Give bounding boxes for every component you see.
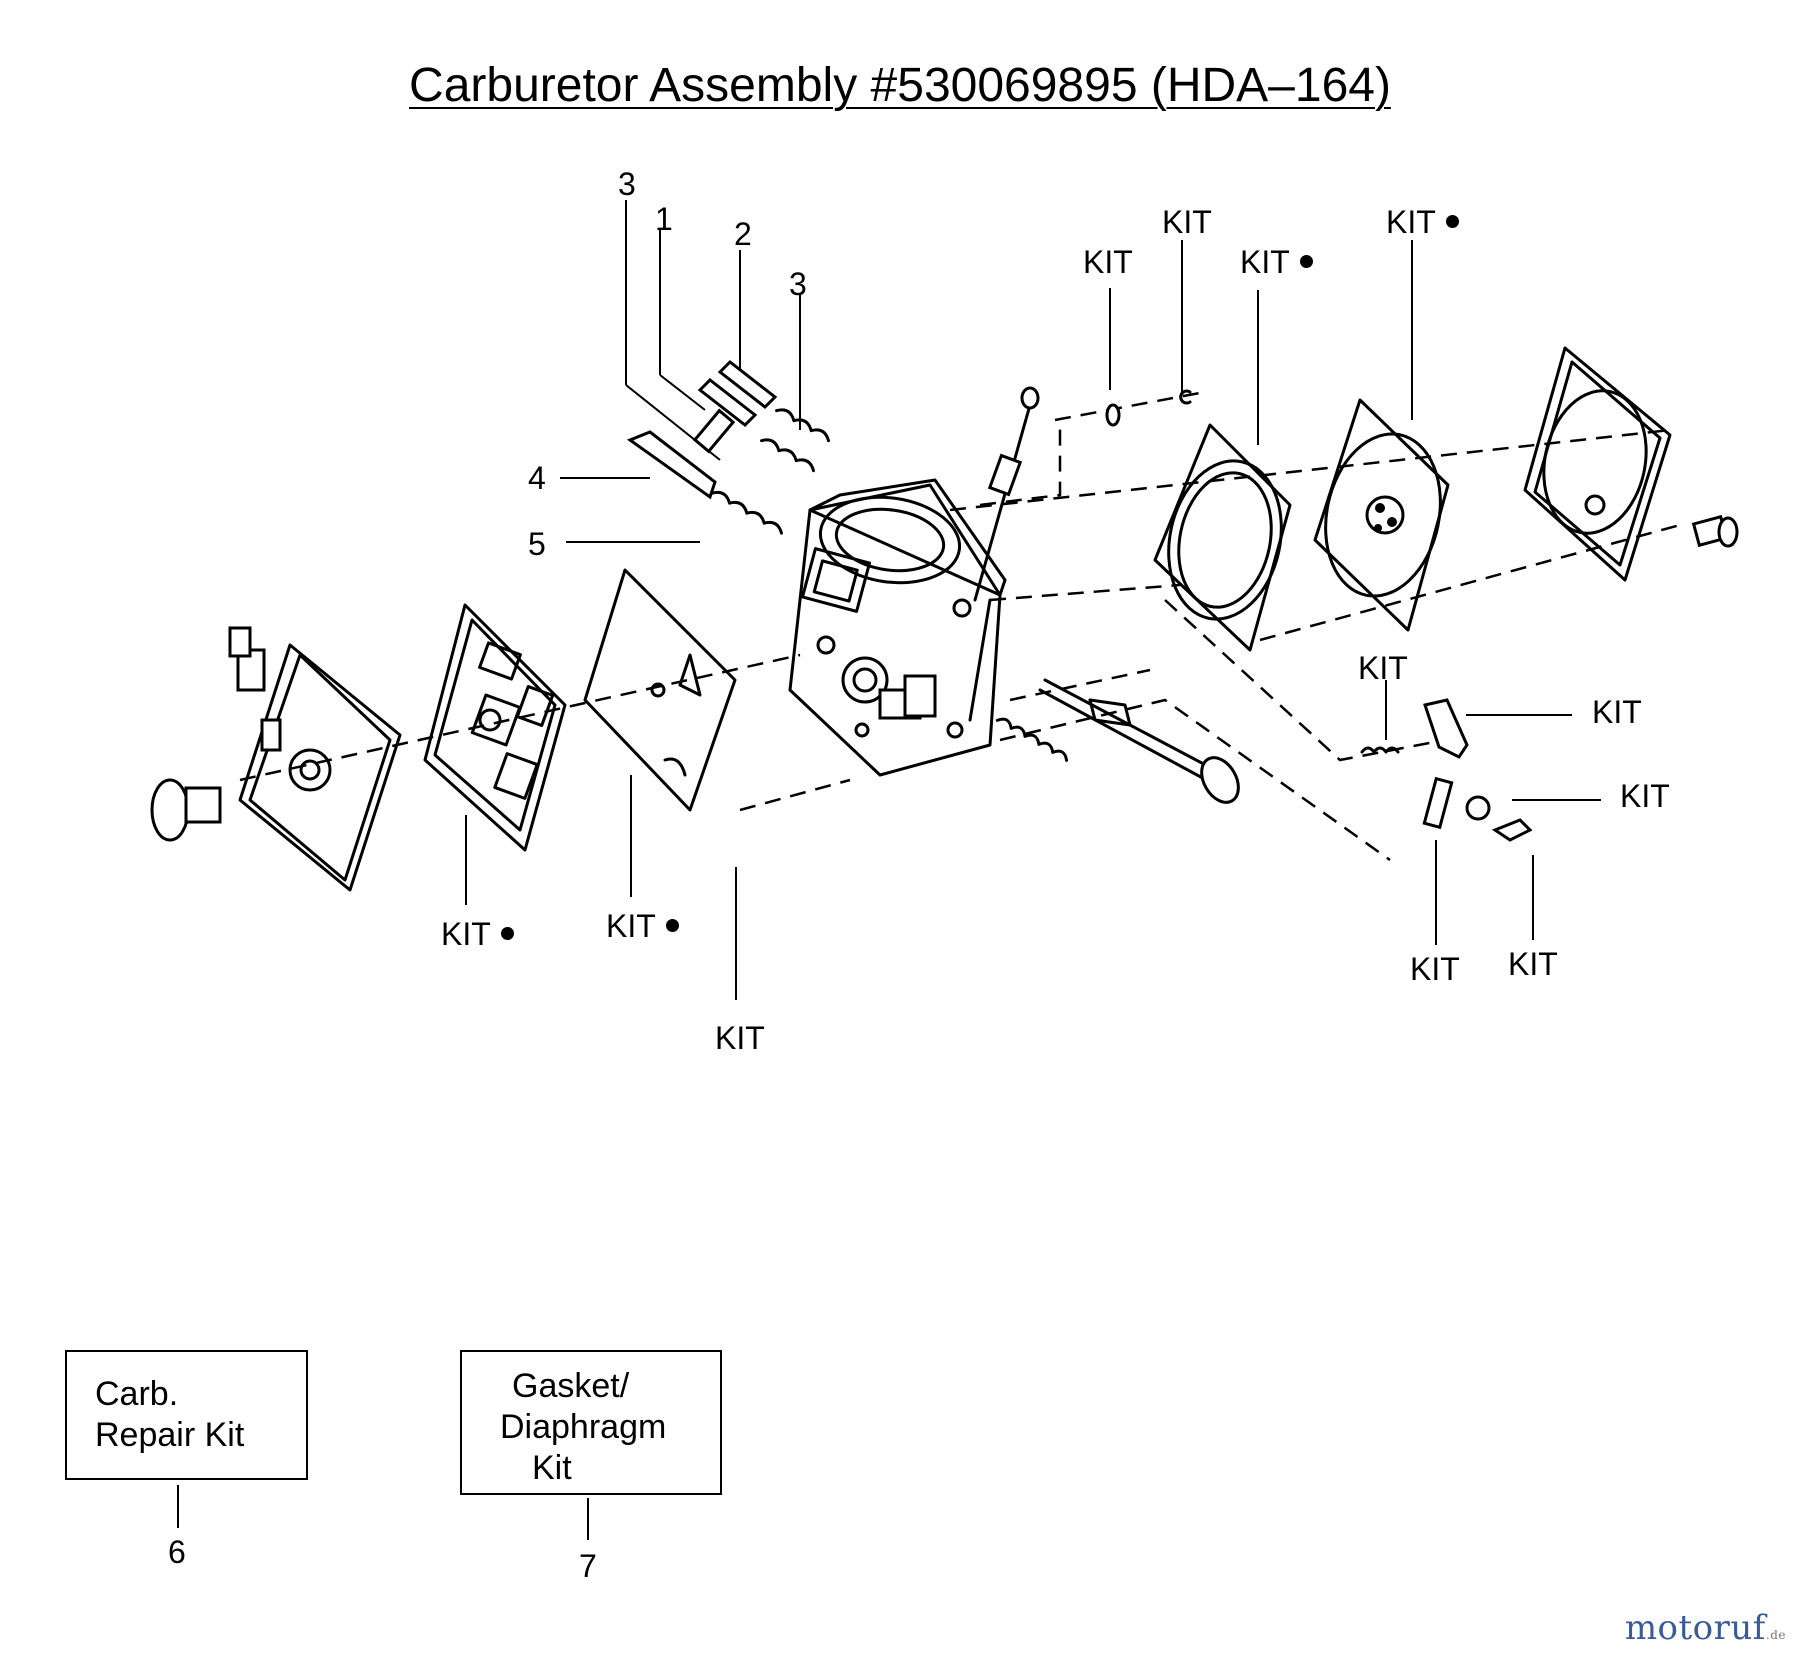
throttle-shaft [1038,678,1240,804]
gasket-kit-box: Gasket/ Diaphragm Kit [460,1350,722,1495]
repair-kit-line2: Repair Kit [95,1416,245,1454]
callout-kit-right-5: KIT [1508,946,1558,982]
callout-kit-right-2: KIT [1592,694,1642,730]
gasket-kit-number: 7 [579,1548,597,1584]
repair-kit-line1: Carb. [95,1375,179,1413]
callout-kit-top-1: KIT [1083,244,1133,280]
repair-kit-number: 6 [168,1534,186,1570]
callout-kit-right-4: KIT [1410,951,1460,987]
gasket-kit-dot [665,919,679,933]
pump-diaphragm [583,568,737,812]
watermark-logo: motoruf.de [1625,1608,1786,1648]
gasket-kit-line2: Diaphragm [500,1408,667,1446]
callout-kit-right-3: KIT [1620,778,1670,814]
gasket-kit-dot [1299,255,1313,269]
callout-kit-top-3: KIT [1240,246,1313,278]
callout-kit-left-1: KIT [441,918,514,950]
watermark-brand: motoruf [1624,1608,1766,1648]
gasket-kit-line3: Kit [532,1449,572,1487]
callout-1: 1 [655,201,673,237]
callout-2: 2 [734,216,752,252]
callout-4: 4 [528,460,546,496]
carburetor-body [788,478,1007,777]
metering-gasket [1153,423,1292,652]
inlet-lever-parts [1360,698,1533,842]
callout-kit-bottom: KIT [715,1020,765,1056]
callout-kit-top-4: KIT [1386,206,1459,238]
fuel-line [973,386,1192,602]
callout-kit-top-2: KIT [1162,204,1212,240]
cover-screw-right [1691,514,1739,548]
diagram-title: Carburetor Assembly #530069895 (HDA–164) [409,59,1391,112]
fuel-pump-cover [228,626,402,892]
gasket-kit-line1: Gasket/ [512,1367,630,1405]
callout-kit-left-2: KIT [606,910,679,942]
cover-screw [150,778,222,842]
repair-kit-box: Carb. Repair Kit [65,1350,308,1480]
leader-lines [177,200,1601,1540]
watermark-suffix: .de [1765,1628,1786,1642]
callout-5: 5 [528,526,546,562]
throttle-spring [995,717,1069,762]
metering-diaphragm [1313,398,1450,632]
gasket-kit-dot [1445,215,1459,229]
callout-kit-right-1: KIT [1358,650,1408,686]
pump-gasket [423,603,567,852]
gasket-kit-dot [500,927,514,941]
metering-cover [1523,346,1672,582]
callout-3-lower: 3 [789,266,807,302]
adjustment-needles [626,360,830,535]
callout-3-upper: 3 [618,166,636,202]
